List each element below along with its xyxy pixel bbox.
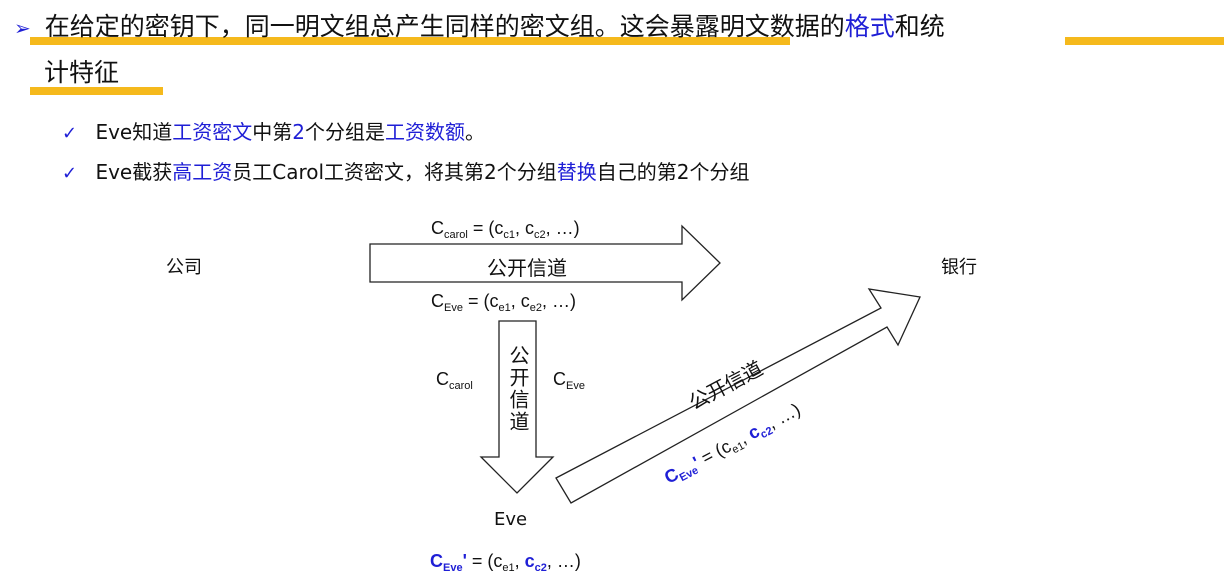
bottom-formula: CEve' = (ce1, cc2, …): [430, 551, 581, 574]
vertical-arrow: [479, 320, 555, 494]
formula-text: , …): [542, 291, 576, 311]
horizontal-arrow: [369, 224, 721, 302]
formula-sub: c2: [534, 229, 546, 241]
diagonal-arrow: [555, 288, 921, 504]
point-1-keyword-salary-cipher: 工资密文: [172, 120, 253, 144]
formula-text: , …): [545, 218, 580, 238]
formula-c-eve: CEve = (ce1, ce2, …): [431, 291, 576, 314]
point-1-text-g: 。: [464, 120, 485, 144]
point-2-keyword-high-salary: 高工资: [172, 160, 233, 184]
label-c-eve-side: CEve: [553, 369, 585, 392]
formula-text: = (c: [467, 218, 504, 238]
heading-text-3: 计特征: [44, 58, 120, 87]
point-2-keyword-replace: 替换: [556, 160, 597, 184]
formula-sub: carol: [449, 380, 473, 392]
formula-sub: e1: [502, 562, 515, 574]
formula-sub: Eve: [444, 302, 463, 314]
vertical-channel-label: 公开信道: [506, 345, 530, 433]
formula-symbol: C: [431, 218, 444, 238]
label-c-carol-side: Ccarol: [436, 369, 473, 392]
heading-text-1: 在给定的密钥下，同一明文组总产生同样的密文组。这会暴露明文数据的: [44, 12, 845, 41]
check-icon: ✓: [62, 123, 78, 144]
heading-line-1: ➢ 在给定的密钥下，同一明文组总产生同样的密文组。这会暴露明文数据的格式和统: [14, 10, 945, 45]
formula-prime: ': [462, 551, 467, 571]
formula-text: , c: [514, 218, 534, 238]
formula-text: , …): [546, 551, 581, 571]
check-icon: ✓: [62, 163, 78, 184]
formula-symbol: c: [524, 551, 535, 571]
formula-sub: Eve: [566, 380, 585, 392]
formula-symbol: C: [553, 369, 566, 389]
point-1-text-c: 中第: [252, 120, 293, 144]
eve-label: Eve: [494, 509, 528, 530]
point-2-text-a: Eve截获: [95, 160, 173, 184]
formula-text: = (c: [462, 291, 499, 311]
heading-line-2: 计特征: [44, 56, 119, 90]
point-1-number: 2: [292, 120, 305, 144]
arrow-bullet-icon: ➢: [14, 16, 31, 40]
formula-c-carol: Ccarol = (cc1, cc2, …): [431, 218, 580, 241]
formula-sub: c2: [534, 562, 547, 574]
formula-sub: Eve: [443, 562, 463, 574]
company-label: 公司: [166, 257, 202, 278]
formula-symbol: C: [430, 551, 443, 571]
point-1-text-a: Eve知道: [95, 120, 173, 144]
formula-sub: c1: [503, 229, 515, 241]
formula-sub: e1: [498, 302, 511, 314]
highlight-bar-3: [30, 87, 163, 95]
formula-sub: carol: [444, 229, 468, 241]
formula-sub: e2: [529, 302, 542, 314]
horizontal-channel-label: 公开信道: [487, 256, 567, 280]
point-2: ✓ Eve截获高工资员工Carol工资密文，将其第2个分组替换自己的第2个分组: [62, 158, 750, 188]
formula-text: = (c: [466, 551, 503, 571]
bank-label: 银行: [941, 257, 977, 278]
heading-text-2: 和统: [894, 12, 945, 41]
formula-text: ,: [514, 551, 525, 571]
highlight-bar-1: [30, 37, 790, 45]
point-2-text-c: 员工Carol工资密文，将其第2个分组: [232, 160, 557, 184]
point-1-keyword-amount: 工资数额: [384, 120, 465, 144]
point-2-text-e: 自己的第2个分组: [596, 160, 750, 184]
point-1: ✓ Eve知道工资密文中第2个分组是工资数额。: [62, 118, 485, 148]
formula-symbol: C: [431, 291, 444, 311]
highlight-bar-2: [1065, 37, 1224, 45]
formula-symbol: C: [436, 369, 449, 389]
heading-keyword-format: 格式: [844, 12, 895, 41]
point-1-text-e: 个分组是: [304, 120, 385, 144]
formula-text: , c: [510, 291, 530, 311]
